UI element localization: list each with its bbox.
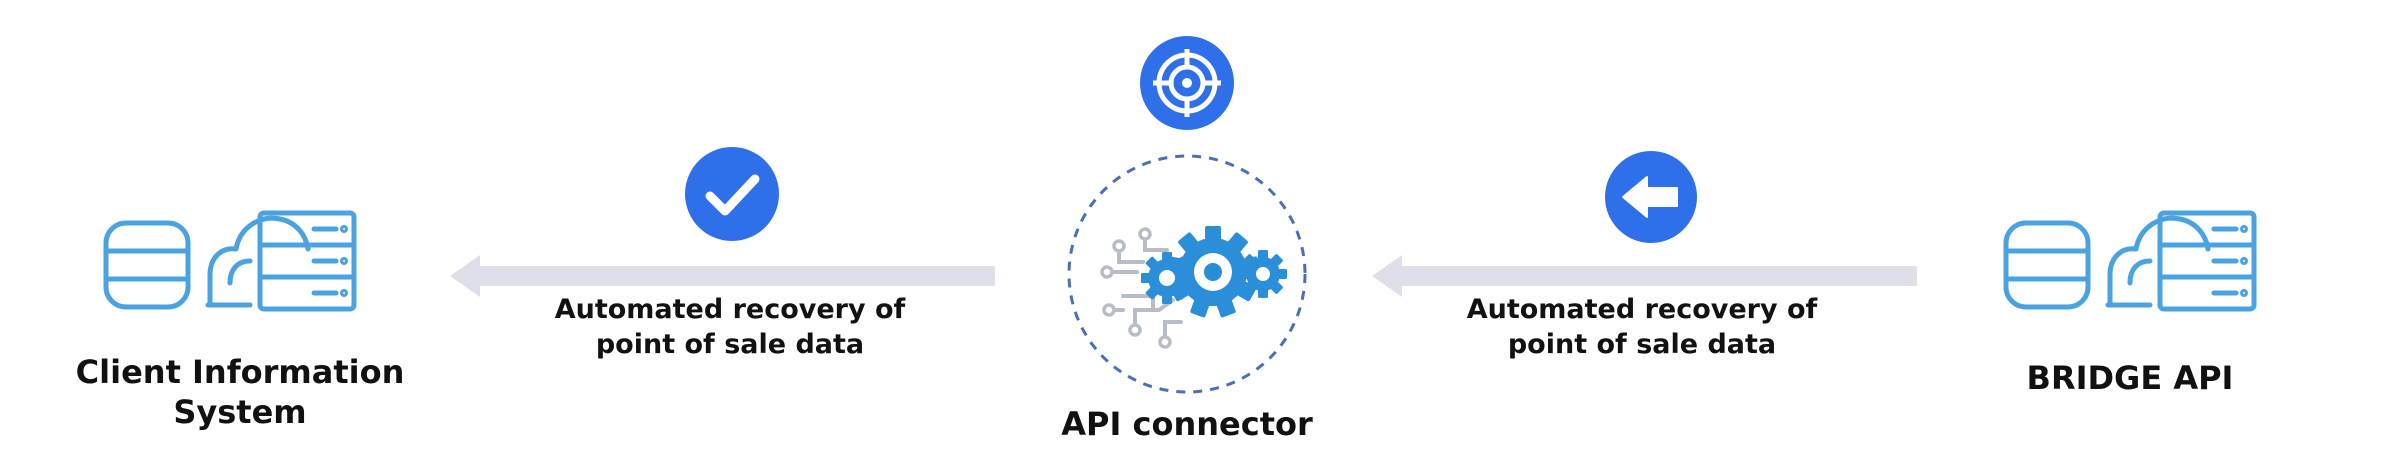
- database-cloud-server-icon-2: [2003, 210, 2257, 312]
- left-system-icon-group: [100, 205, 360, 315]
- left-system-label-text: Client Information System: [75, 353, 405, 431]
- center-label-text: API connector: [1061, 405, 1313, 443]
- right-arrow-caption-line1: Automated recovery of: [1466, 294, 1818, 325]
- database-cloud-server-icon: [103, 210, 357, 312]
- left-arrow: [450, 255, 995, 297]
- arrow-left-shape-2: [1372, 255, 1917, 297]
- target-icon: [1140, 36, 1234, 130]
- left-arrow-caption-line2: point of sale data: [595, 329, 865, 361]
- right-arrow: [1372, 255, 1917, 297]
- right-system-label-text: BRIDGE API: [2026, 359, 2234, 397]
- left-arrow-caption-line1: Automated recovery of: [554, 294, 906, 325]
- center-label: API connector: [1020, 404, 1354, 444]
- right-arrow-caption-line2: point of sale data: [1507, 329, 1777, 361]
- left-badge: [684, 146, 780, 242]
- right-system-label: BRIDGE API: [1960, 358, 2300, 398]
- center-top-badge: [1139, 35, 1235, 131]
- circuit-gears-icon: [1067, 154, 1307, 394]
- center-connector-circle: [1063, 150, 1311, 398]
- left-system-label: Client Information System: [60, 352, 420, 432]
- back-arrow-icon: [1605, 151, 1697, 243]
- right-badge: [1604, 150, 1698, 244]
- right-system-icon-group: [2000, 205, 2260, 315]
- right-arrow-caption: Automated recovery of point of sale data: [1432, 292, 1852, 362]
- left-arrow-caption: Automated recovery of point of sale data: [520, 292, 940, 362]
- arrow-left-shape: [450, 255, 995, 297]
- checkmark-icon: [685, 147, 779, 241]
